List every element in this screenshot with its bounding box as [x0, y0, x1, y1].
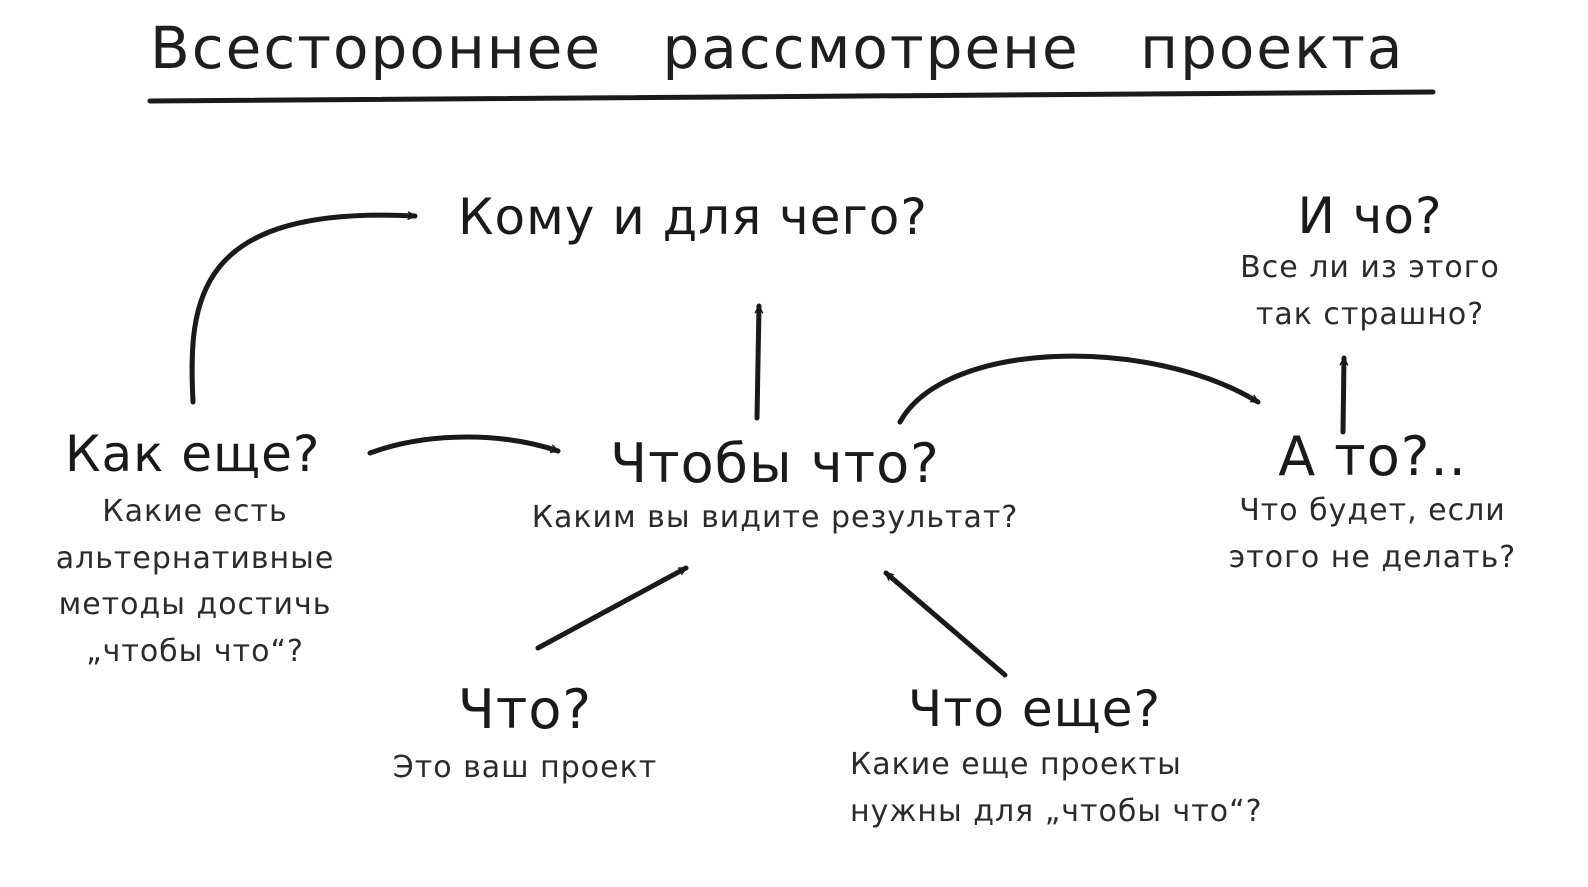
node-in-order-to: Чтобы что? Каким вы видите результат?	[490, 432, 1060, 542]
node-what-detail: Это ваш проект	[392, 750, 658, 785]
node-how-else-question: Как еще?	[65, 425, 321, 483]
node-so-what-question: И чо?	[1297, 187, 1443, 245]
node-otherwise: А то?.. Что будет, если этого не делать?	[1200, 425, 1545, 581]
node-what: Что? Это ваш проект	[360, 678, 690, 792]
node-in-order-to-detail: Каким вы видите результат?	[531, 500, 1019, 535]
diagram-title: Всестороннее рассмотрене проекта	[150, 14, 1405, 82]
node-otherwise-detail: Что будет, если этого не делать?	[1228, 493, 1517, 575]
node-for-whom: Кому и для чего?	[458, 188, 928, 246]
arrow-how-else-to-in-order-to	[367, 434, 561, 456]
node-so-what-detail: Все ли из этого так страшно?	[1240, 250, 1500, 332]
node-how-else-detail: Какие есть альтернативные методы достичь…	[55, 494, 335, 669]
node-what-else-detail: Какие еще проекты нужны для „чтобы что“?	[850, 747, 1263, 829]
title-underline	[147, 89, 1436, 104]
arrow-otherwise-to-so-what	[1339, 355, 1349, 435]
node-otherwise-question: А то?..	[1278, 425, 1467, 488]
node-what-else: Что еще? Какие еще проекты нужны для „чт…	[850, 680, 1290, 835]
arrow-in-order-to-to-for-whom	[754, 303, 764, 421]
arrow-in-order-to-to-otherwise	[897, 353, 1261, 425]
node-how-else: Как еще? Какие есть альтернативные метод…	[20, 425, 370, 675]
node-in-order-to-question: Чтобы что?	[610, 432, 940, 495]
node-so-what: И чо? Все ли из этого так страшно?	[1205, 187, 1535, 338]
node-for-whom-question: Кому и для чего?	[458, 188, 928, 246]
arrow-how-else-to-for-whom	[189, 211, 418, 405]
node-what-else-question: Что еще?	[908, 680, 1162, 738]
arrow-what-to-in-order-to	[535, 565, 689, 651]
node-what-question: Что?	[457, 678, 593, 741]
arrow-what-else-to-in-order-to	[883, 570, 1008, 678]
